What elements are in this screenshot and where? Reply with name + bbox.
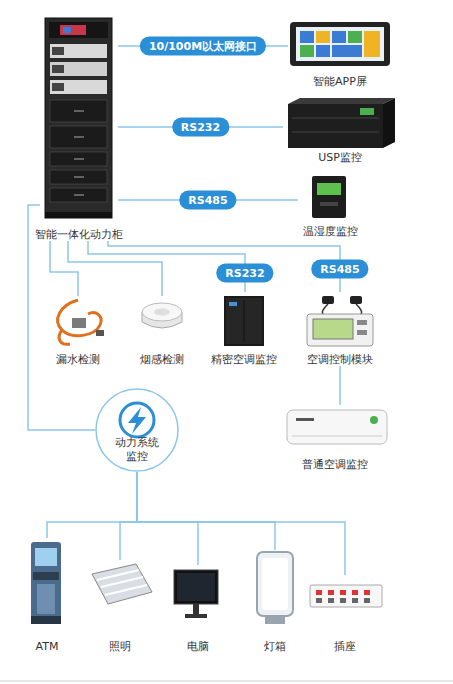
- cabinet-illustration: [45, 18, 112, 218]
- node-caption: ATM: [36, 640, 59, 653]
- node-caption: 漏水检测: [56, 353, 100, 366]
- precision-ac-illustration: [224, 296, 264, 346]
- thermo-node: 温湿度监控: [298, 172, 362, 238]
- node-caption: 灯箱: [264, 640, 286, 653]
- precision-ac-node: 精密空调监控: [208, 292, 280, 366]
- ups-illustration: [288, 98, 395, 148]
- monitor-illustration: [174, 570, 218, 618]
- bottom-rule: [0, 681, 453, 682]
- ac-module-node: 空调控制模块: [300, 292, 380, 366]
- connector-line: [50, 241, 78, 296]
- cabinet-node: 智能一体化动力柜: [40, 16, 118, 241]
- connector-line: [339, 366, 341, 405]
- ups-node: USP监控: [283, 96, 397, 164]
- thermo-illustration: [312, 176, 346, 218]
- interface-pill: 10/100M以太网接口: [140, 37, 266, 56]
- computer-node: 电脑: [170, 565, 226, 653]
- leak-sensor-illustration: [58, 300, 104, 344]
- ac-module-illustration: [307, 296, 373, 346]
- node-caption: 电脑: [187, 640, 209, 653]
- app-screen-node: 智能APP屏: [288, 20, 392, 88]
- interface-pill: RS485: [179, 191, 236, 210]
- connector-line: [47, 472, 137, 538]
- circle-ring: [96, 389, 178, 471]
- connector-line: [120, 472, 137, 560]
- node-caption: 智能APP屏: [313, 75, 367, 88]
- node-caption: 动力系统 监控: [113, 436, 161, 464]
- node-caption: 智能一体化动力柜: [35, 228, 123, 241]
- lamp-illustration: [92, 564, 152, 604]
- node-caption: 照明: [109, 640, 131, 653]
- smoke-node: 烟感检测: [132, 296, 192, 366]
- connector-line: [137, 472, 198, 565]
- power-strip-illustration: [310, 585, 382, 607]
- lightbox-illustration: [257, 552, 293, 624]
- atm-illustration: [31, 542, 61, 624]
- interface-pill: RS232: [172, 118, 229, 137]
- node-caption: 插座: [334, 640, 356, 653]
- lamp-node: 照明: [88, 560, 152, 653]
- connector-line: [68, 241, 162, 296]
- node-caption: USP监控: [318, 151, 362, 164]
- node-caption: 空调控制模块: [307, 353, 373, 366]
- interface-pill: RS485: [311, 260, 368, 279]
- node-caption: 精密空调监控: [211, 353, 277, 366]
- wall-ac-node: 普通空调监控: [283, 405, 387, 471]
- node-caption: 温湿度监控: [303, 225, 358, 238]
- interface-pill: RS232: [216, 264, 273, 283]
- leak-node: 漏水检测: [45, 296, 111, 366]
- connector-line: [108, 241, 340, 292]
- atm-node: ATM: [25, 538, 69, 653]
- app-screen-illustration: [290, 22, 390, 66]
- node-caption: 烟感检测: [140, 353, 184, 366]
- connector-line: [137, 472, 275, 550]
- connector-line: [137, 472, 345, 575]
- wall-ac-illustration: [287, 410, 387, 444]
- lightbox-node: 灯箱: [253, 550, 297, 653]
- smoke-detector-illustration: [142, 303, 182, 328]
- socket-node: 插座: [305, 575, 385, 653]
- lightning-icon: [120, 403, 154, 437]
- power-monitor-circle: 动力系统 监控: [95, 388, 179, 472]
- node-caption: 普通空调监控: [302, 458, 368, 471]
